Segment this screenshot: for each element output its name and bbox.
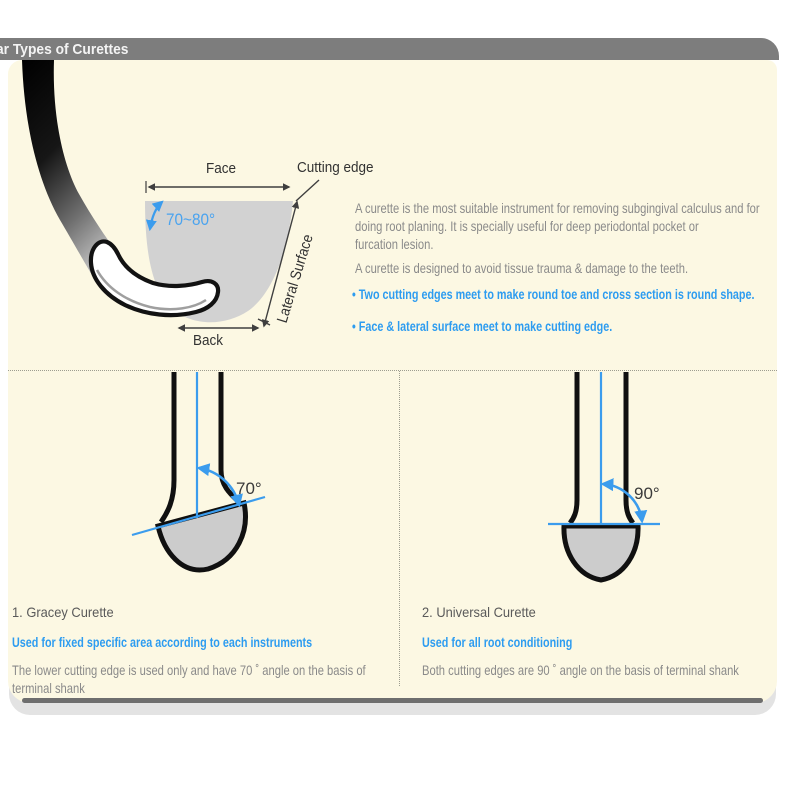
- universal-angle-arc: [600, 478, 648, 524]
- gracey-shank-left-line: [158, 372, 177, 524]
- tip-angle-arc: [145, 200, 164, 232]
- universal-subtitle: Used for all root conditioning: [422, 634, 573, 650]
- universal-shank-left-line: [568, 372, 580, 525]
- intro-paragraph2: A curette is designed to avoid tissue tr…: [355, 260, 689, 276]
- tip-angle-label: 70~80°: [166, 210, 216, 229]
- back-label: Back: [193, 332, 224, 349]
- vertical-divider: [399, 371, 400, 686]
- gracey-desc-line2: terminal shank: [12, 680, 85, 696]
- universal-angle-label: 90°: [634, 484, 660, 503]
- universal-shank-right-line: [623, 372, 635, 525]
- face-label: Face: [206, 160, 237, 177]
- gracey-subtitle: Used for fixed specific area according t…: [12, 634, 313, 650]
- instrument-shank: [22, 60, 126, 282]
- gracey-desc-line1: The lower cutting edge is used only and …: [12, 662, 366, 678]
- intro-bullet1: Two cutting edges meet to make round toe…: [358, 286, 755, 302]
- universal-desc: Both cutting edges are 90 ˚ angle on the…: [422, 662, 739, 678]
- universal-title: 2. Universal Curette: [422, 604, 536, 620]
- intro-bullet2: Face & lateral surface meet to make cutt…: [358, 318, 613, 334]
- universal-blade: [561, 523, 641, 583]
- page-title: ar Types of Curettes: [0, 41, 129, 58]
- title-bar: ar Types of Curettes: [0, 38, 779, 60]
- gracey-blade: [155, 499, 248, 573]
- gracey-angle-label: 70°: [236, 479, 262, 498]
- intro-paragraph1-line1: A curette is the most suitable instrumen…: [355, 200, 760, 216]
- intro-paragraph1-line2: doing root planing. It is specially usef…: [355, 218, 699, 234]
- diagram-artwork: [22, 60, 660, 583]
- card-bottom-edge: [22, 698, 763, 703]
- bullet-icon: •: [352, 318, 356, 334]
- gracey-title: 1. Gracey Curette: [12, 604, 114, 620]
- instrument-blade-shading: [95, 269, 207, 311]
- cutting-edge-label: Cutting edge: [297, 159, 374, 176]
- horizontal-divider: [8, 370, 777, 371]
- intro-paragraph1-line3: furcation lesion.: [355, 236, 434, 252]
- cutting-edge-leader-line: [295, 179, 320, 202]
- content-card: Face Cutting edge Lateral Surface Back 7…: [8, 60, 777, 703]
- gracey-angle-arc: [196, 463, 243, 508]
- bullet-icon: •: [352, 286, 356, 302]
- lateral-dimension-line: [261, 200, 300, 328]
